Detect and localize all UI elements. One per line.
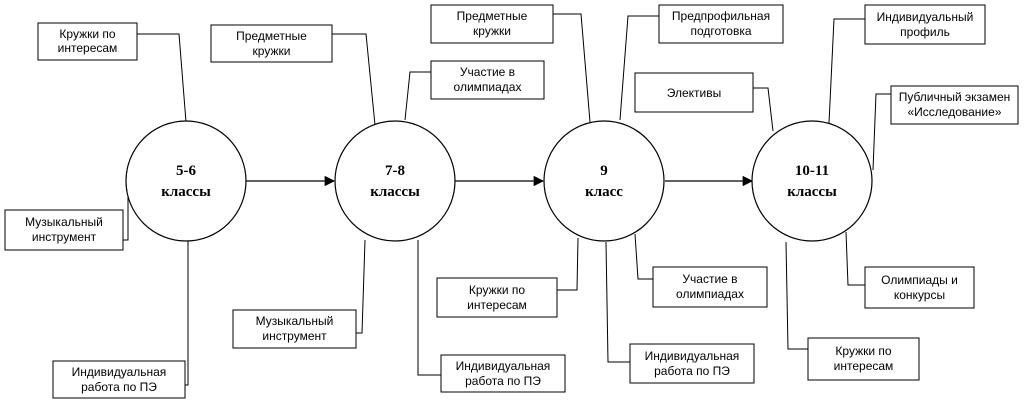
connector-lines (123, 13, 891, 386)
stage-label-line2: класс (585, 184, 623, 200)
activity-box-clubs-by-interest: Кружки по интересам (807, 337, 920, 381)
box-text-line: олимпиадах (454, 80, 522, 94)
box-text-line: Индивидуальная (72, 365, 167, 379)
stage-circle (543, 120, 665, 242)
box-text-line: Индивидуальная (645, 349, 740, 363)
activity-box-musical-instrument: Музыкальный инструмент (232, 309, 357, 349)
stage-circle (751, 120, 873, 242)
box-text-line: Кружки по (59, 27, 115, 41)
box-text-line: инструмент (32, 230, 97, 244)
box-text-line: интересам (834, 359, 894, 373)
stage-3: 9 класс (543, 120, 665, 242)
activity-box-individual-work: Индивидуальная работа по ПЭ (440, 354, 566, 393)
box-text-line: Участие в (682, 272, 737, 286)
box-text-line: работа по ПЭ (465, 374, 541, 388)
box-text-line: Музыкальный (256, 314, 334, 328)
stage-circle (125, 120, 247, 242)
activity-box-individual-work: Индивидуальная работа по ПЭ (52, 360, 186, 399)
stage-label-line2: классы (787, 184, 837, 200)
box-text-line: подготовка (690, 24, 751, 38)
stage-label-line2: классы (370, 184, 420, 200)
box-text-line: Индивидуальная (456, 359, 551, 373)
activity-box-individual-profile: Индивидуальный профиль (864, 4, 986, 45)
box-text-line: кружки (253, 44, 291, 58)
activity-box-clubs-by-interest: Кружки по интересам (37, 22, 138, 61)
box-text-line: Кружки по (469, 283, 525, 297)
box-text-line: конкурсы (894, 288, 945, 302)
stage-label-line1: 9 (600, 163, 608, 179)
box-text-line: интересам (58, 41, 118, 55)
box-text-line: интересам (467, 298, 527, 312)
activity-box-individual-work: Индивидуальная работа по ПЭ (629, 343, 755, 384)
activity-box-pre-profile-training: Предпрофильная подготовка (658, 4, 784, 44)
box-text-line: Индивидуальный (877, 10, 974, 24)
box-text-line: работа по ПЭ (654, 364, 730, 378)
box-text-line: Публичный экзамен (899, 90, 1011, 104)
box-text-line: кружки (473, 24, 511, 38)
activity-box-olympiads: Участие в олимпиадах (652, 266, 768, 308)
stage-2: 7-8 классы (334, 120, 456, 242)
box-text-line: Музыкальный (25, 215, 103, 229)
activity-box-olympiads: Участие в олимпиадах (430, 60, 545, 100)
box-text-line: профиль (900, 25, 950, 39)
stage-label-line1: 7-8 (385, 163, 405, 179)
box-text-line: работа по ПЭ (81, 380, 157, 394)
stage-label-line1: 10-11 (795, 163, 829, 179)
activity-box-subject-clubs: Предметные кружки (430, 4, 554, 44)
box-text-line: олимпиадах (676, 287, 744, 301)
box-text-line: Элективы (667, 86, 722, 100)
activity-box-electives: Элективы (634, 72, 754, 113)
box-text-line: Кружки по (835, 344, 891, 358)
activity-box-clubs-by-interest: Кружки по интересам (436, 277, 558, 318)
stage-1: 5-6 классы (125, 120, 247, 242)
activity-box-musical-instrument: Музыкальный инструмент (4, 209, 124, 251)
box-text-line: Участие в (460, 65, 515, 79)
activity-box-public-exam: Публичный экзамен «Исследование» (890, 85, 1019, 125)
activity-box-subject-clubs: Предметные кружки (210, 24, 333, 63)
stage-4: 10-11 классы (751, 120, 873, 242)
box-text-line: «Исследование» (908, 105, 1002, 119)
box-text-line: Предпрофильная (672, 9, 770, 23)
box-text-line: Олимпиады и (881, 273, 958, 287)
activity-box-olympiads-and-contests: Олимпиады и конкурсы (864, 266, 975, 309)
box-text-line: инструмент (262, 329, 327, 343)
stage-label-line1: 5-6 (176, 163, 196, 179)
stage-label-line2: классы (161, 184, 211, 200)
stage-circle (334, 120, 456, 242)
box-text-line: Предметные (236, 29, 307, 43)
box-text-line: Предметные (457, 9, 528, 23)
